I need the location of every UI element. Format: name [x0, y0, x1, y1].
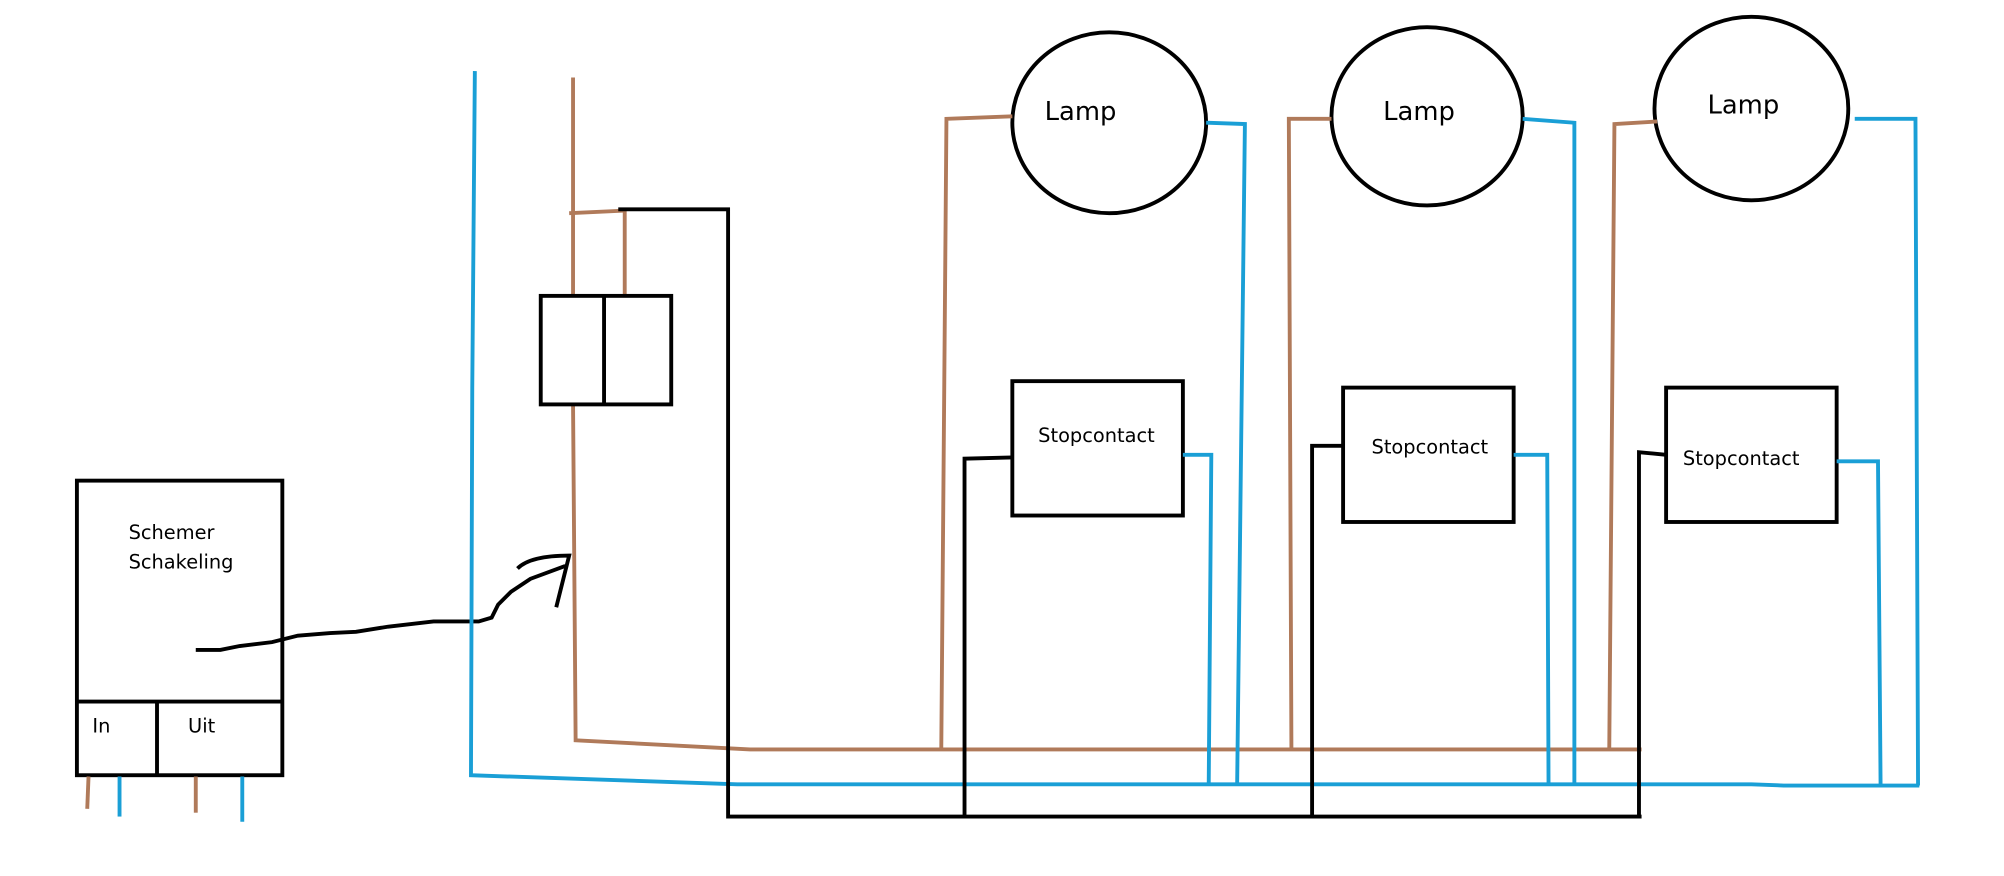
socket-1: Stopcontact [962, 379, 1214, 817]
socket-1-box [1010, 379, 1185, 518]
lamp-2-phase-wire [1286, 116, 1332, 750]
lamp-2: Lamp [1286, 25, 1577, 785]
switch-box [538, 293, 674, 407]
lamp-1-neutral-wire [1206, 120, 1247, 785]
lamp-1-phase-wire [939, 114, 1013, 750]
socket-2: Stopcontact [1310, 385, 1551, 817]
dimmer-unit: Schemer Schakeling In Uit [74, 478, 285, 822]
socket-3-switched-wire [1637, 450, 1667, 817]
lamp-3: Lamp [1607, 14, 1920, 786]
lamp-2-circle [1329, 25, 1525, 208]
lamp-3-label: Lamp [1707, 91, 1779, 121]
phase-bridge [569, 208, 627, 298]
arrow-head [516, 553, 572, 608]
socket-2-switched-wire [1310, 443, 1344, 817]
socket-1-neutral-wire [1182, 452, 1214, 785]
lamp-3-phase-wire [1607, 119, 1658, 750]
neutral-feed [469, 71, 1920, 788]
lamp-1-label: Lamp [1045, 97, 1117, 127]
lamp-3-neutral-wire [1854, 116, 1920, 786]
arrow-connector [195, 564, 566, 652]
lamp-2-neutral-wire [1522, 116, 1577, 785]
dimmer-port-out: Uit [188, 715, 216, 738]
dimmer-title-line1: Schemer [129, 521, 215, 544]
socket-2-neutral-wire [1513, 452, 1551, 785]
dimmer-port-in: In [92, 715, 110, 738]
socket-3: Stopcontact [1637, 385, 1883, 817]
lamp-1: Lamp [939, 30, 1247, 785]
switched-feed [618, 207, 1642, 819]
lamp-3-circle [1652, 14, 1851, 203]
socket-3-neutral-wire [1836, 459, 1883, 786]
dimmer-box [74, 478, 285, 778]
in-phase-wire [85, 776, 91, 809]
socket-3-label: Stopcontact [1683, 447, 1800, 470]
dimmer-title-line2: Schakeling [129, 550, 234, 573]
socket-1-label: Stopcontact [1038, 424, 1155, 447]
socket-1-switched-wire [962, 455, 1013, 817]
phase-feed-lower [571, 404, 1642, 752]
socket-2-box [1341, 385, 1516, 524]
lamp-2-label: Lamp [1383, 97, 1455, 127]
socket-2-label: Stopcontact [1372, 436, 1489, 459]
